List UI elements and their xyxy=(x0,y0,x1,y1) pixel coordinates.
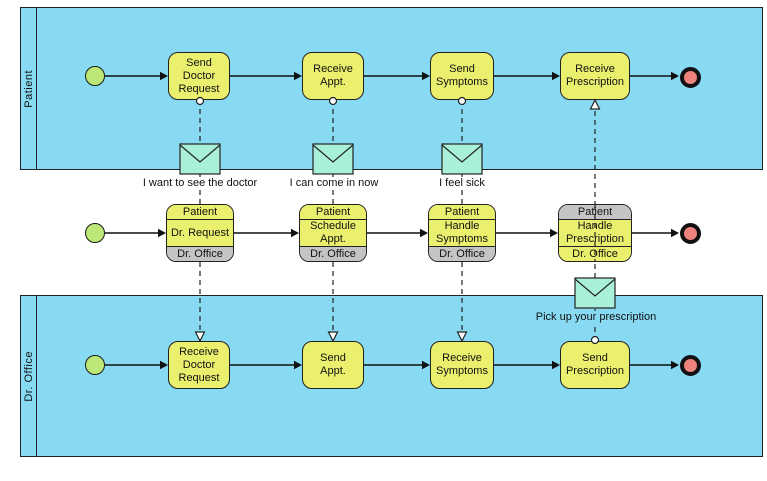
band-label: Patient xyxy=(315,205,351,218)
message-envelope-symptoms[interactable] xyxy=(441,143,483,175)
task-label: Receive Appt. xyxy=(313,63,353,88)
message-label-pick-up-prescription: Pick up your prescription xyxy=(533,311,659,324)
choreography-task-schedule-appt[interactable]: Patient Schedule Appt. Dr. Office xyxy=(299,204,367,262)
band-label: Patient xyxy=(182,205,218,218)
band-label: Dr. Office xyxy=(439,247,485,260)
choreography-task-name: Dr. Request xyxy=(170,226,230,239)
task-label: Send Doctor Request xyxy=(178,56,220,95)
envelope-icon xyxy=(312,143,354,175)
initiator-band: Dr. Office xyxy=(559,246,631,261)
start-event-patient[interactable] xyxy=(84,65,105,86)
initiator-band: Patient xyxy=(300,205,366,220)
task-send-appt[interactable]: Send Appt. xyxy=(302,341,364,389)
choreography-task-dr-request[interactable]: Patient Dr. Request Dr. Office xyxy=(166,204,234,262)
task-receive-appt[interactable]: Receive Appt. xyxy=(302,52,364,100)
task-receive-doctor-request[interactable]: Receive Doctor Request xyxy=(168,341,230,389)
choreography-task-name: Schedule Appt. xyxy=(310,220,356,245)
message-envelope-prescription[interactable] xyxy=(574,277,616,309)
task-label: Send Prescription xyxy=(565,352,625,377)
envelope-icon xyxy=(179,143,221,175)
envelope-icon xyxy=(574,277,616,309)
message-envelope-doctor-request[interactable] xyxy=(179,143,221,175)
end-event-choreography[interactable] xyxy=(679,222,701,244)
envelope-icon xyxy=(441,143,483,175)
pool-patient-title: Patient xyxy=(22,69,35,108)
message-label-want-to-see-doctor: I want to see the doctor xyxy=(140,177,260,190)
participant-band: Dr. Office xyxy=(167,246,233,261)
participant-band: Patient xyxy=(559,205,631,220)
task-send-doctor-request[interactable]: Send Doctor Request xyxy=(168,52,230,100)
band-label: Patient xyxy=(577,205,613,218)
band-label: Dr. Office xyxy=(572,247,618,260)
band-label: Patient xyxy=(444,205,480,218)
task-receive-prescription[interactable]: Receive Prescription xyxy=(560,52,630,100)
pool-dr-office-title: Dr. Office xyxy=(22,350,35,402)
message-envelope-appt[interactable] xyxy=(312,143,354,175)
participant-band: Dr. Office xyxy=(300,246,366,261)
choreography-task-name: Handle Prescription xyxy=(565,220,625,245)
start-event-choreography[interactable] xyxy=(84,222,105,243)
choreography-task-name: Handle Symptoms xyxy=(436,220,488,245)
choreography-task-handle-prescription[interactable]: Patient Handle Prescription Dr. Office xyxy=(558,204,632,262)
message-label-can-come-in-now: I can come in now xyxy=(287,177,381,190)
task-label: Receive Symptoms xyxy=(436,352,488,377)
task-label: Send Symptoms xyxy=(436,63,488,88)
pool-patient-label-band: Patient xyxy=(21,8,37,169)
task-receive-symptoms[interactable]: Receive Symptoms xyxy=(430,341,494,389)
choreography-task-handle-symptoms[interactable]: Patient Handle Symptoms Dr. Office xyxy=(428,204,496,262)
start-event-office[interactable] xyxy=(84,354,105,375)
message-label-feel-sick: I feel sick xyxy=(437,177,487,190)
task-label: Send Appt. xyxy=(320,352,346,377)
band-label: Dr. Office xyxy=(177,247,223,260)
task-send-prescription[interactable]: Send Prescription xyxy=(560,341,630,389)
task-label: Receive Doctor Request xyxy=(178,345,220,384)
band-label: Dr. Office xyxy=(310,247,356,260)
pool-patient[interactable]: Patient xyxy=(20,7,763,170)
task-label: Receive Prescription xyxy=(565,63,625,88)
end-event-patient[interactable] xyxy=(679,66,701,88)
participant-band: Dr. Office xyxy=(429,246,495,261)
end-event-office[interactable] xyxy=(679,354,701,376)
task-send-symptoms[interactable]: Send Symptoms xyxy=(430,52,494,100)
initiator-band: Patient xyxy=(167,205,233,220)
pool-dr-office-label-band: Dr. Office xyxy=(21,296,37,456)
initiator-band: Patient xyxy=(429,205,495,220)
